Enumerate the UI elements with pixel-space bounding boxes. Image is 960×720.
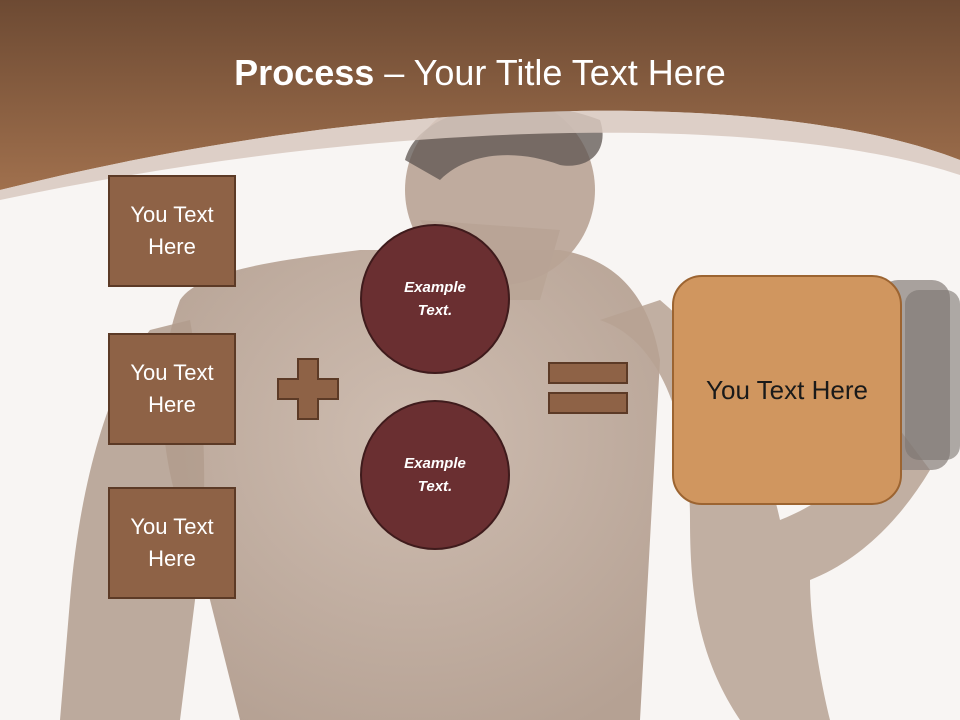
- text-box-1-line2: Here: [148, 234, 196, 259]
- result-box-text: You Text Here: [706, 374, 868, 405]
- text-box-1-line1: You Text: [130, 202, 214, 227]
- title-rest: – Your Title Text Here: [374, 52, 726, 93]
- text-box-2-line2: Here: [148, 392, 196, 417]
- text-box-2-line1: You Text: [130, 360, 214, 385]
- example-circle-2-line1: Example: [404, 455, 466, 472]
- equals-icon: [548, 362, 628, 414]
- example-circle-2-line2: Text.: [417, 478, 453, 495]
- example-circle-1-line1: Example: [404, 279, 466, 296]
- slide-title: Process – Your Title Text Here: [0, 52, 960, 94]
- title-bold: Process: [234, 52, 375, 93]
- plus-icon: [277, 358, 339, 420]
- example-circle-1-line2: Text.: [417, 302, 453, 319]
- result-box[interactable]: You Text Here: [672, 275, 902, 505]
- text-box-3-line2: Here: [148, 546, 196, 571]
- header-band: [0, 0, 960, 200]
- text-box-3-line1: You Text: [130, 514, 214, 539]
